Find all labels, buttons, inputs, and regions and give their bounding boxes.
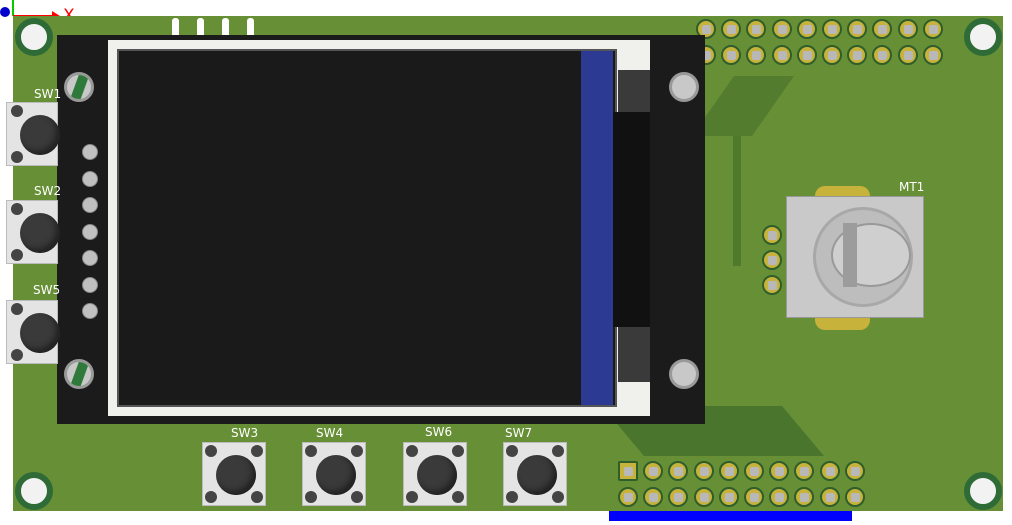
header-pin bbox=[693, 487, 714, 507]
switch-sw3[interactable] bbox=[202, 442, 266, 506]
header-pin bbox=[819, 487, 840, 507]
display-mount-hole bbox=[64, 72, 94, 102]
encoder-knob-flat bbox=[843, 223, 857, 287]
header-pin bbox=[618, 487, 638, 507]
z-axis-dot bbox=[0, 7, 10, 17]
header-pin bbox=[872, 45, 893, 65]
pin bbox=[222, 18, 229, 38]
display-pin bbox=[82, 223, 98, 240]
header-pin bbox=[822, 45, 842, 65]
header-pin bbox=[847, 19, 868, 39]
header-pin bbox=[796, 19, 817, 39]
header-pin bbox=[844, 461, 865, 481]
header-pin bbox=[618, 461, 638, 481]
selection-highlight-bar bbox=[609, 511, 852, 521]
y-axis-line bbox=[12, 0, 14, 16]
display-side-block bbox=[618, 70, 650, 112]
header-pin bbox=[718, 487, 739, 507]
display-mount-hole bbox=[64, 359, 94, 389]
header-pin bbox=[746, 19, 767, 39]
pin bbox=[247, 18, 254, 38]
label-sw2: SW2 bbox=[34, 184, 62, 198]
display-pin bbox=[82, 276, 98, 293]
mounting-hole-top-left bbox=[15, 18, 53, 56]
header-pin bbox=[643, 487, 664, 507]
display-side-block bbox=[618, 327, 650, 382]
header-pin bbox=[771, 45, 792, 65]
display-screen bbox=[117, 49, 617, 407]
display-fpc-bar bbox=[581, 51, 613, 405]
encoder-pin bbox=[762, 275, 782, 295]
header-pin bbox=[744, 487, 764, 507]
header-pin bbox=[769, 461, 790, 481]
header-pin bbox=[796, 45, 817, 65]
header-pin bbox=[696, 19, 716, 39]
header-pin bbox=[718, 461, 739, 481]
header-pin bbox=[668, 461, 689, 481]
encoder-knob[interactable] bbox=[831, 223, 911, 287]
header-pin bbox=[872, 19, 893, 39]
switch-sw2[interactable] bbox=[6, 200, 60, 264]
header-pin bbox=[771, 19, 792, 39]
display-pin bbox=[82, 197, 98, 213]
tft-display-module[interactable] bbox=[57, 35, 705, 424]
mounting-hole-bottom-left bbox=[15, 472, 53, 510]
mounting-hole-bottom-right bbox=[964, 472, 1002, 510]
label-sw6: SW6 bbox=[425, 425, 453, 439]
header-pin bbox=[794, 461, 815, 481]
encoder-pin bbox=[762, 225, 782, 245]
header-pin bbox=[693, 461, 714, 481]
header-pin bbox=[794, 487, 815, 507]
label-sw1: SW1 bbox=[34, 87, 62, 101]
display-pin bbox=[82, 303, 98, 319]
rotary-encoder-mt1[interactable] bbox=[786, 196, 924, 318]
header-pin bbox=[822, 19, 842, 39]
label-sw7: SW7 bbox=[505, 426, 533, 440]
label-mt1: MT1 bbox=[899, 180, 925, 194]
header-pin bbox=[668, 487, 689, 507]
header-pin bbox=[643, 461, 664, 481]
display-pin bbox=[82, 144, 98, 160]
display-mount-hole bbox=[669, 359, 699, 389]
header-pin bbox=[721, 19, 742, 39]
header-pin bbox=[721, 45, 742, 65]
display-pin bbox=[82, 170, 98, 187]
switch-sw6[interactable] bbox=[403, 442, 467, 506]
header-pin bbox=[819, 461, 840, 481]
header-pin bbox=[746, 45, 767, 65]
display-header-pins bbox=[170, 18, 260, 38]
header-pin bbox=[847, 45, 868, 65]
header-pin bbox=[922, 45, 943, 65]
header-pin bbox=[844, 487, 865, 507]
display-mount-hole bbox=[669, 72, 699, 102]
encoder-pin bbox=[762, 250, 782, 270]
mounting-hole-top-right bbox=[964, 18, 1002, 56]
pin bbox=[172, 18, 179, 38]
header-pin bbox=[769, 487, 790, 507]
header-pin bbox=[897, 19, 918, 39]
header-pin bbox=[744, 461, 764, 481]
display-frame bbox=[108, 40, 650, 416]
header-pin bbox=[897, 45, 918, 65]
switch-sw4[interactable] bbox=[302, 442, 366, 506]
display-pin bbox=[82, 250, 98, 266]
switch-sw7[interactable] bbox=[503, 442, 567, 506]
label-sw4: SW4 bbox=[316, 426, 344, 440]
header-pin bbox=[922, 19, 943, 39]
switch-sw5[interactable] bbox=[6, 300, 60, 364]
label-sw5: SW5 bbox=[33, 283, 61, 297]
pin bbox=[197, 18, 204, 38]
switch-sw1[interactable] bbox=[6, 102, 60, 166]
label-sw3: SW3 bbox=[231, 426, 259, 440]
trace-group-top bbox=[691, 76, 795, 136]
trace-vertical bbox=[733, 136, 741, 266]
display-side-block bbox=[613, 112, 650, 327]
